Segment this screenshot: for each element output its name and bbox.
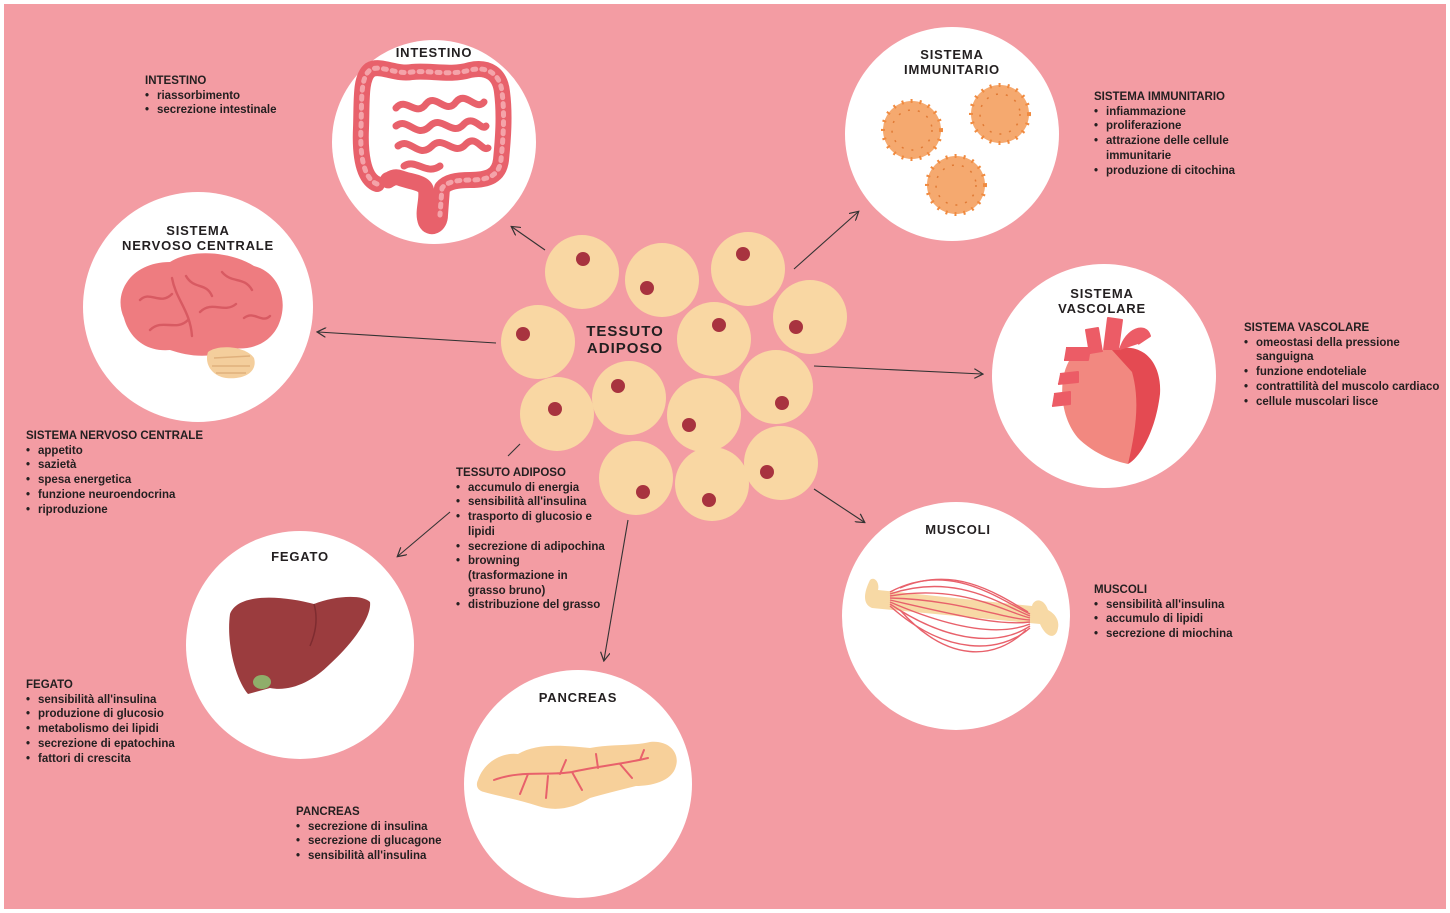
muscoli-block: MUSCOLI sensibilità all'insulina accumul…	[1094, 583, 1294, 642]
list-item: cellule muscolari lisce	[1244, 395, 1440, 410]
list-item: accumulo di lipidi	[1094, 612, 1294, 627]
tessuto-adiposo-block: TESSUTO ADIPOSO accumulo di energia sens…	[456, 466, 606, 613]
muscoli-title-text: MUSCOLI	[925, 522, 991, 537]
list-item: funzione endoteliale	[1244, 365, 1440, 380]
list-item: sensibilità all'insulina	[296, 849, 496, 864]
fat-cell	[773, 280, 847, 354]
list-item: sazietà	[26, 458, 206, 473]
fat-cell	[592, 361, 666, 435]
fat-cell	[501, 305, 575, 379]
list-item: secrezione di insulina	[296, 820, 496, 835]
list-item: trasporto di glucosio e lipidi	[456, 510, 606, 539]
immunitario-title-line1: SISTEMA	[880, 47, 1024, 62]
vascolare-list: omeostasi della pressione sanguigna funz…	[1244, 336, 1440, 410]
nervoso-block: SISTEMA NERVOSO CENTRALE appetito saziet…	[26, 429, 206, 517]
fegato-block-title: FEGATO	[26, 678, 226, 693]
immunitario-title: SISTEMA IMMUNITARIO	[880, 47, 1024, 77]
intestino-block: INTESTINO riassorbimento secrezione inte…	[145, 74, 345, 118]
fegato-block: FEGATO sensibilità all'insulina produzio…	[26, 678, 226, 766]
nervoso-title-line1: SISTEMA	[108, 223, 288, 238]
nervoso-title: SISTEMA NERVOSO CENTRALE	[108, 223, 288, 253]
list-item: secrezione di glucagone	[296, 834, 496, 849]
list-item: contrattilità del muscolo cardiaco	[1244, 380, 1440, 395]
fat-cell	[667, 378, 741, 452]
list-item: riassorbimento	[145, 89, 345, 104]
list-item: sensibilità all'insulina	[1094, 598, 1294, 613]
list-item: secrezione intestinale	[145, 103, 345, 118]
list-item: omeostasi della pressione sanguigna	[1244, 336, 1440, 365]
pancreas-block: PANCREAS secrezione di insulina secrezio…	[296, 805, 496, 864]
vascolare-title-line2: VASCOLARE	[1042, 301, 1162, 316]
pancreas-title-text: PANCREAS	[539, 690, 617, 705]
fegato-title: FEGATO	[240, 549, 360, 564]
fat-cell	[739, 350, 813, 424]
immunitario-block-title: SISTEMA IMMUNITARIO	[1094, 90, 1294, 105]
intestino-list: riassorbimento secrezione intestinale	[145, 89, 345, 118]
fat-cell	[520, 377, 594, 451]
fegato-list: sensibilità all'insulina produzione di g…	[26, 693, 226, 767]
vascolare-title: SISTEMA VASCOLARE	[1042, 286, 1162, 316]
list-item: infiammazione	[1094, 105, 1294, 120]
list-item: accumulo di energia	[456, 481, 606, 496]
fat-cell	[599, 441, 673, 515]
muscoli-title: MUSCOLI	[898, 522, 1018, 537]
list-item: secrezione di adipochina	[456, 540, 606, 555]
fat-cell	[625, 243, 699, 317]
intestino-title: INTESTINO	[374, 45, 494, 60]
tessuto-adiposo-title: TESSUTO ADIPOSO	[570, 323, 680, 357]
tessuto-title-line1: TESSUTO	[570, 323, 680, 340]
list-item: fattori di crescita	[26, 752, 226, 767]
tessuto-adiposo-list: accumulo di energia sensibilità all'insu…	[456, 481, 606, 613]
list-item: attrazione delle cellule immunitarie	[1094, 134, 1294, 163]
pancreas-title: PANCREAS	[518, 690, 638, 705]
fat-cell	[677, 302, 751, 376]
immunitario-block: SISTEMA IMMUNITARIO infiammazione prolif…	[1094, 90, 1294, 178]
list-item: proliferazione	[1094, 119, 1294, 134]
immunitario-title-line2: IMMUNITARIO	[880, 62, 1024, 77]
list-item: secrezione di miochina	[1094, 627, 1294, 642]
vascolare-title-line1: SISTEMA	[1042, 286, 1162, 301]
list-item: browning (trasformazione in grasso bruno…	[456, 554, 606, 598]
fat-cell	[675, 447, 749, 521]
list-item: spesa energetica	[26, 473, 206, 488]
list-item: sensibilità all'insulina	[26, 693, 226, 708]
immunitario-list: infiammazione proliferazione attrazione …	[1094, 105, 1294, 179]
intestino-block-title: INTESTINO	[145, 74, 345, 89]
list-item: funzione neuroendocrina	[26, 488, 206, 503]
fegato-title-text: FEGATO	[271, 549, 329, 564]
nervoso-title-line2: NERVOSO CENTRALE	[108, 238, 288, 253]
vascolare-block: SISTEMA VASCOLARE omeostasi della pressi…	[1244, 321, 1440, 409]
vascolare-block-title: SISTEMA VASCOLARE	[1244, 321, 1440, 336]
list-item: distribuzione del grasso	[456, 598, 606, 613]
list-item: secrezione di epatochina	[26, 737, 226, 752]
list-item: appetito	[26, 444, 206, 459]
fat-cell	[744, 426, 818, 500]
list-item: sensibilità all'insulina	[456, 495, 606, 510]
muscoli-block-title: MUSCOLI	[1094, 583, 1294, 598]
pancreas-block-title: PANCREAS	[296, 805, 496, 820]
list-item: riproduzione	[26, 503, 206, 518]
nervoso-list: appetito sazietà spesa energetica funzio…	[26, 444, 206, 518]
tessuto-adiposo-block-title: TESSUTO ADIPOSO	[456, 466, 606, 481]
nervoso-block-title: SISTEMA NERVOSO CENTRALE	[26, 429, 206, 444]
pancreas-list: secrezione di insulina secrezione di glu…	[296, 820, 496, 864]
tessuto-title-line2: ADIPOSO	[570, 340, 680, 357]
intestino-title-text: INTESTINO	[396, 45, 473, 60]
list-item: produzione di citochina	[1094, 164, 1294, 179]
fat-cell	[711, 232, 785, 306]
fat-cell	[545, 235, 619, 309]
muscoli-list: sensibilità all'insulina accumulo di lip…	[1094, 598, 1294, 642]
list-item: produzione di glucosio	[26, 707, 226, 722]
list-item: metabolismo dei lipidi	[26, 722, 226, 737]
